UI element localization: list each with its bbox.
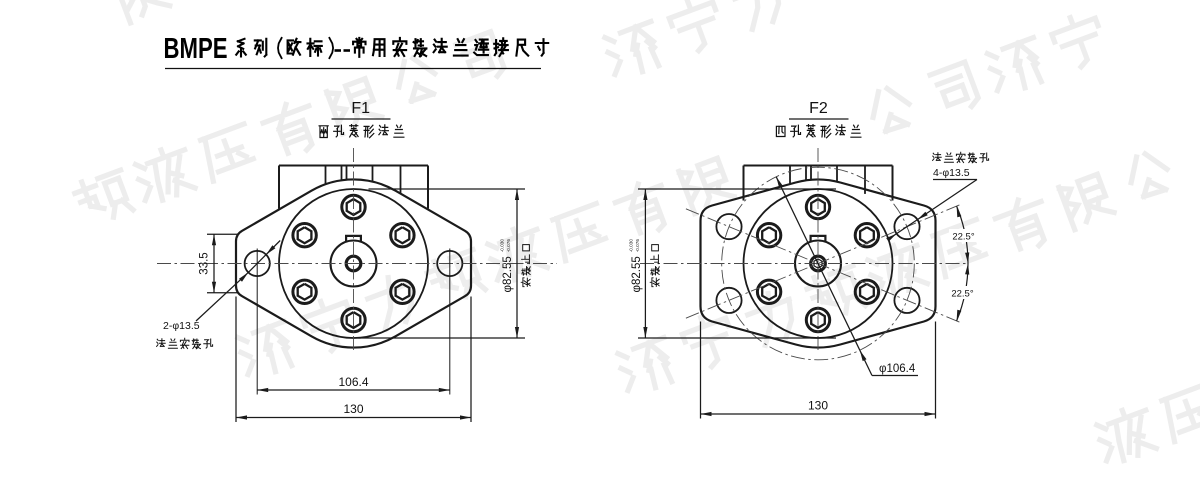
svg-text:130: 130 bbox=[343, 402, 363, 416]
svg-text:22.5°: 22.5° bbox=[951, 289, 973, 300]
svg-text:-0.030: -0.030 bbox=[500, 239, 505, 253]
svg-text:BMPE: BMPE bbox=[164, 33, 228, 65]
svg-text:-0.076: -0.076 bbox=[506, 239, 511, 253]
svg-text:130: 130 bbox=[808, 399, 828, 413]
svg-text:φ106.4: φ106.4 bbox=[879, 363, 916, 375]
svg-text:φ82.55: φ82.55 bbox=[631, 256, 643, 292]
svg-text:33.5: 33.5 bbox=[199, 252, 211, 274]
svg-text:-0.030: -0.030 bbox=[629, 239, 634, 253]
svg-text:2-φ13.5: 2-φ13.5 bbox=[163, 320, 200, 332]
svg-text:F2: F2 bbox=[809, 100, 828, 117]
svg-text:F1: F1 bbox=[351, 100, 370, 117]
svg-text:106.4: 106.4 bbox=[338, 375, 368, 389]
svg-text:22.5°: 22.5° bbox=[952, 232, 974, 243]
svg-text:4-φ13.5: 4-φ13.5 bbox=[933, 167, 970, 179]
svg-text:φ82.55: φ82.55 bbox=[502, 256, 514, 292]
svg-text:-0.076: -0.076 bbox=[635, 239, 640, 253]
